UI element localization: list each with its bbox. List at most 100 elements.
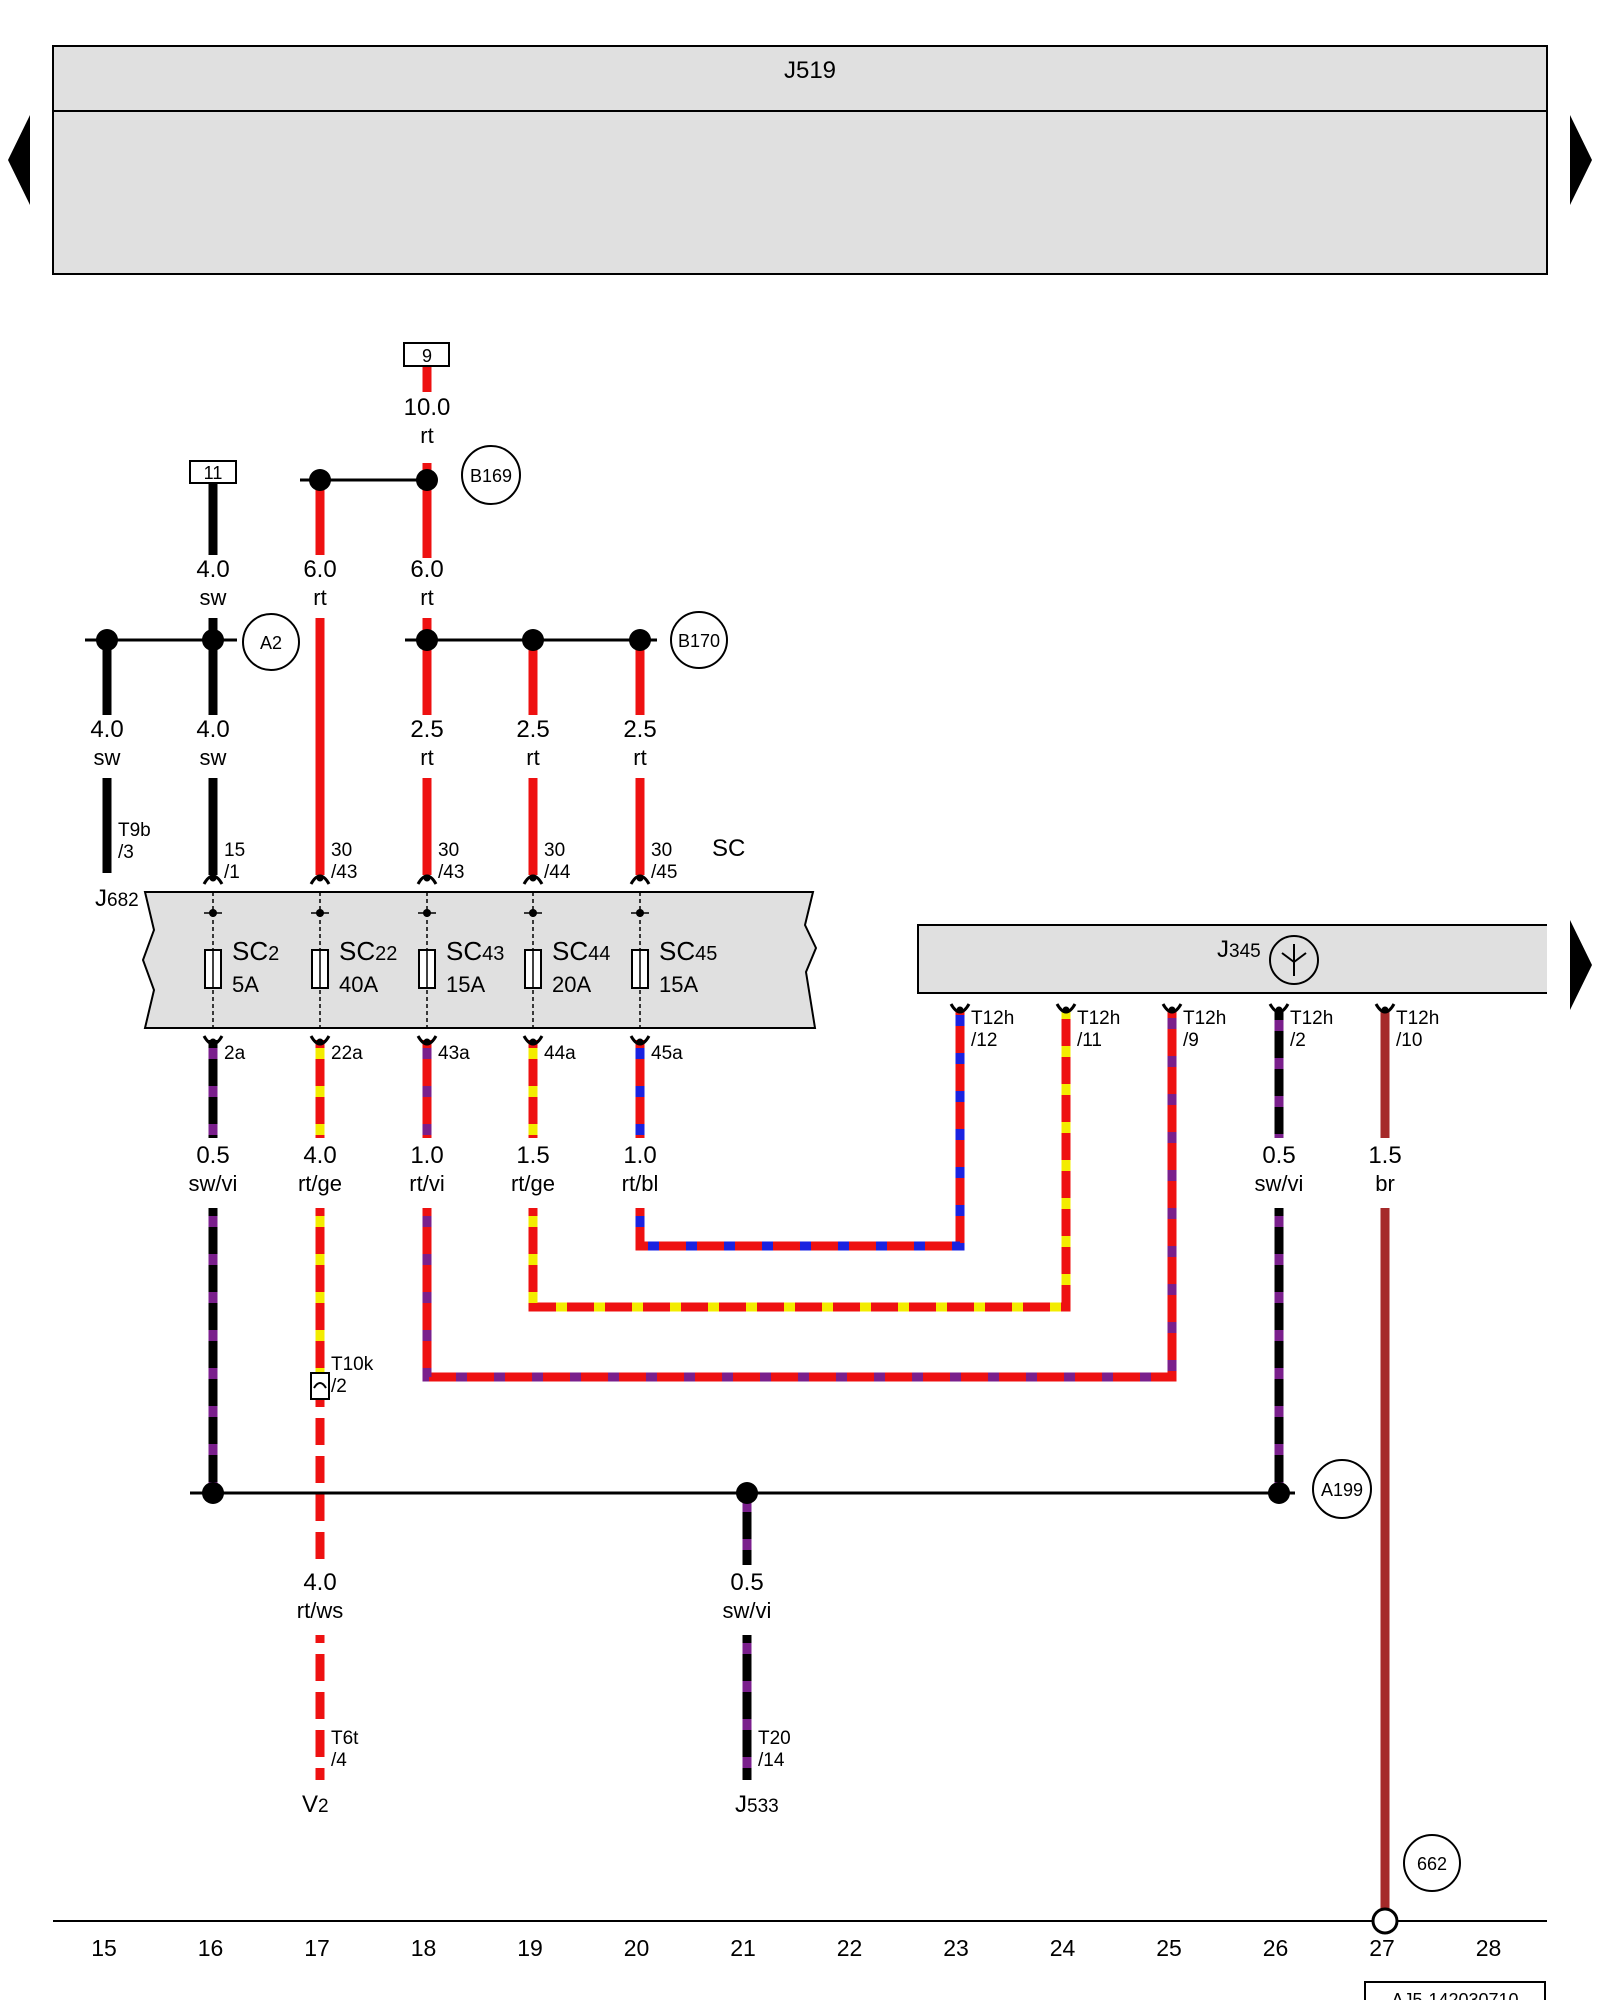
column-number: 18 bbox=[411, 1935, 437, 1961]
connector-pin-label: /11 bbox=[1077, 1030, 1102, 1051]
arrow-right-icon[interactable] bbox=[1570, 920, 1592, 1010]
connector-pin-label: /12 bbox=[971, 1030, 997, 1051]
component-j533-label: J533 bbox=[735, 1791, 779, 1818]
wire-color-label: rt bbox=[313, 585, 326, 610]
pin-contact-icon bbox=[1055, 1003, 1077, 1014]
wire-gauge-label: 6.0 bbox=[303, 556, 336, 583]
wire-gauge-label: 2.5 bbox=[410, 716, 443, 743]
node-b170: B170 bbox=[670, 611, 728, 669]
component-j682-label: J682 bbox=[95, 885, 139, 912]
j345-label: J345 bbox=[1217, 936, 1261, 963]
wire-color-label: rt/bl bbox=[622, 1171, 659, 1196]
fuse-name-label: SC2 bbox=[232, 936, 279, 966]
wire-gauge-label: 4.0 bbox=[90, 716, 123, 743]
connector-pin-label: 45a bbox=[651, 1043, 683, 1064]
transistor-icon bbox=[1269, 935, 1319, 985]
fuse-sc22: SC22 40A bbox=[311, 892, 397, 1028]
connector-pin-label: 43a bbox=[438, 1043, 470, 1064]
j345-body bbox=[917, 924, 1547, 994]
node-662-label: 662 bbox=[1417, 1854, 1447, 1874]
splice-dot bbox=[1268, 1482, 1290, 1504]
pin-contact-icon bbox=[202, 874, 224, 885]
connector-name-label: T9b bbox=[118, 820, 151, 841]
connector-pin-label: 2a bbox=[224, 1043, 246, 1064]
column-number: 17 bbox=[304, 1935, 330, 1961]
wire-gauge-label: 10.0 bbox=[404, 394, 451, 421]
column-number: 28 bbox=[1476, 1935, 1502, 1961]
wire-44a-route bbox=[528, 1012, 1071, 1312]
wire-gauge-label: 0.5 bbox=[196, 1142, 229, 1169]
fuse-name-label: SC22 bbox=[339, 936, 397, 966]
connector-pin-label: /2 bbox=[1290, 1030, 1306, 1051]
arrow-right-icon[interactable] bbox=[1570, 115, 1592, 205]
connector-pin-label: /45 bbox=[651, 862, 677, 883]
wire-gauge-label: 1.5 bbox=[516, 1142, 549, 1169]
wire-color-label: sw/vi bbox=[723, 1598, 772, 1623]
column-number: 24 bbox=[1050, 1935, 1076, 1961]
t10k-connector-box bbox=[310, 1372, 330, 1400]
wire-color-label: rt/ge bbox=[511, 1171, 555, 1196]
reference-9-label: 9 bbox=[422, 346, 432, 366]
reference-11-label: 11 bbox=[204, 463, 223, 483]
pin-contact-icon bbox=[522, 874, 544, 885]
fuse-rating-label: 40A bbox=[339, 972, 378, 997]
wire-gauge-label: 4.0 bbox=[196, 556, 229, 583]
node-b169: B169 bbox=[461, 445, 521, 505]
wire-color-label: rt/ws bbox=[297, 1598, 343, 1623]
fuse-name-label: SC45 bbox=[659, 936, 717, 966]
node-a2: A2 bbox=[242, 613, 300, 671]
connector-name-label: T6t bbox=[331, 1728, 359, 1749]
wire-gauge-label: 4.0 bbox=[196, 716, 229, 743]
splice-dot bbox=[629, 629, 651, 651]
fuse-sc43: SC43 15A bbox=[418, 892, 504, 1028]
node-662: 662 bbox=[1403, 1834, 1461, 1892]
control-unit-j519: J519 bbox=[52, 45, 1548, 275]
wire-43a-route-stripe bbox=[422, 1012, 1177, 1382]
connector-pin-label: /3 bbox=[118, 842, 134, 863]
pin-symbols bbox=[202, 874, 1396, 1046]
connector-name-label: T12h bbox=[1183, 1008, 1226, 1029]
ground-point bbox=[1371, 1907, 1399, 1935]
splice-dot bbox=[309, 469, 331, 491]
wire-gauge-label: 2.5 bbox=[623, 716, 656, 743]
t10k-pin-icon bbox=[313, 1382, 327, 1389]
splice-dot bbox=[202, 1482, 224, 1504]
column-number: 19 bbox=[517, 1935, 543, 1961]
connector-name-label: T12h bbox=[971, 1008, 1014, 1029]
fuse-rating-label: 15A bbox=[446, 972, 485, 997]
pin-contact-icon bbox=[949, 1003, 971, 1014]
column-number: 22 bbox=[837, 1935, 863, 1961]
wire-gauge-label: 1.5 bbox=[1368, 1142, 1401, 1169]
splice-dot bbox=[416, 629, 438, 651]
wire-gauge-label: 4.0 bbox=[303, 1142, 336, 1169]
connector-pin-label: /4 bbox=[331, 1750, 347, 1771]
pin-contact-icon bbox=[309, 874, 331, 885]
wire-color-label: rt bbox=[420, 585, 433, 610]
wire-gauge-label: 1.0 bbox=[623, 1142, 656, 1169]
arrow-left-icon[interactable] bbox=[8, 115, 30, 205]
connector-pin-label: /44 bbox=[544, 862, 571, 883]
wire-45a-route bbox=[635, 1012, 965, 1251]
column-number: 16 bbox=[198, 1935, 224, 1961]
fuse-box-label: SC bbox=[712, 835, 745, 862]
connector-pin-label: /43 bbox=[331, 862, 357, 883]
reference-11[interactable]: 11 bbox=[189, 460, 237, 484]
reference-9[interactable]: 9 bbox=[403, 342, 450, 367]
connector-name-label: 30 bbox=[544, 840, 565, 861]
splice-dots bbox=[96, 469, 1290, 1504]
connector-pin-label: 22a bbox=[331, 1043, 363, 1064]
connector-pin-label: /1 bbox=[224, 862, 240, 883]
wire-color-label: sw/vi bbox=[1255, 1171, 1304, 1196]
pin-contact-icon bbox=[1268, 1003, 1290, 1014]
fuse-name-label: SC43 bbox=[446, 936, 504, 966]
pin-contact-icon bbox=[629, 1035, 651, 1046]
column-number: 23 bbox=[943, 1935, 969, 1961]
column-number: 27 bbox=[1369, 1935, 1395, 1961]
j519-label: J519 bbox=[784, 57, 836, 84]
node-b169-label: B169 bbox=[470, 466, 512, 486]
